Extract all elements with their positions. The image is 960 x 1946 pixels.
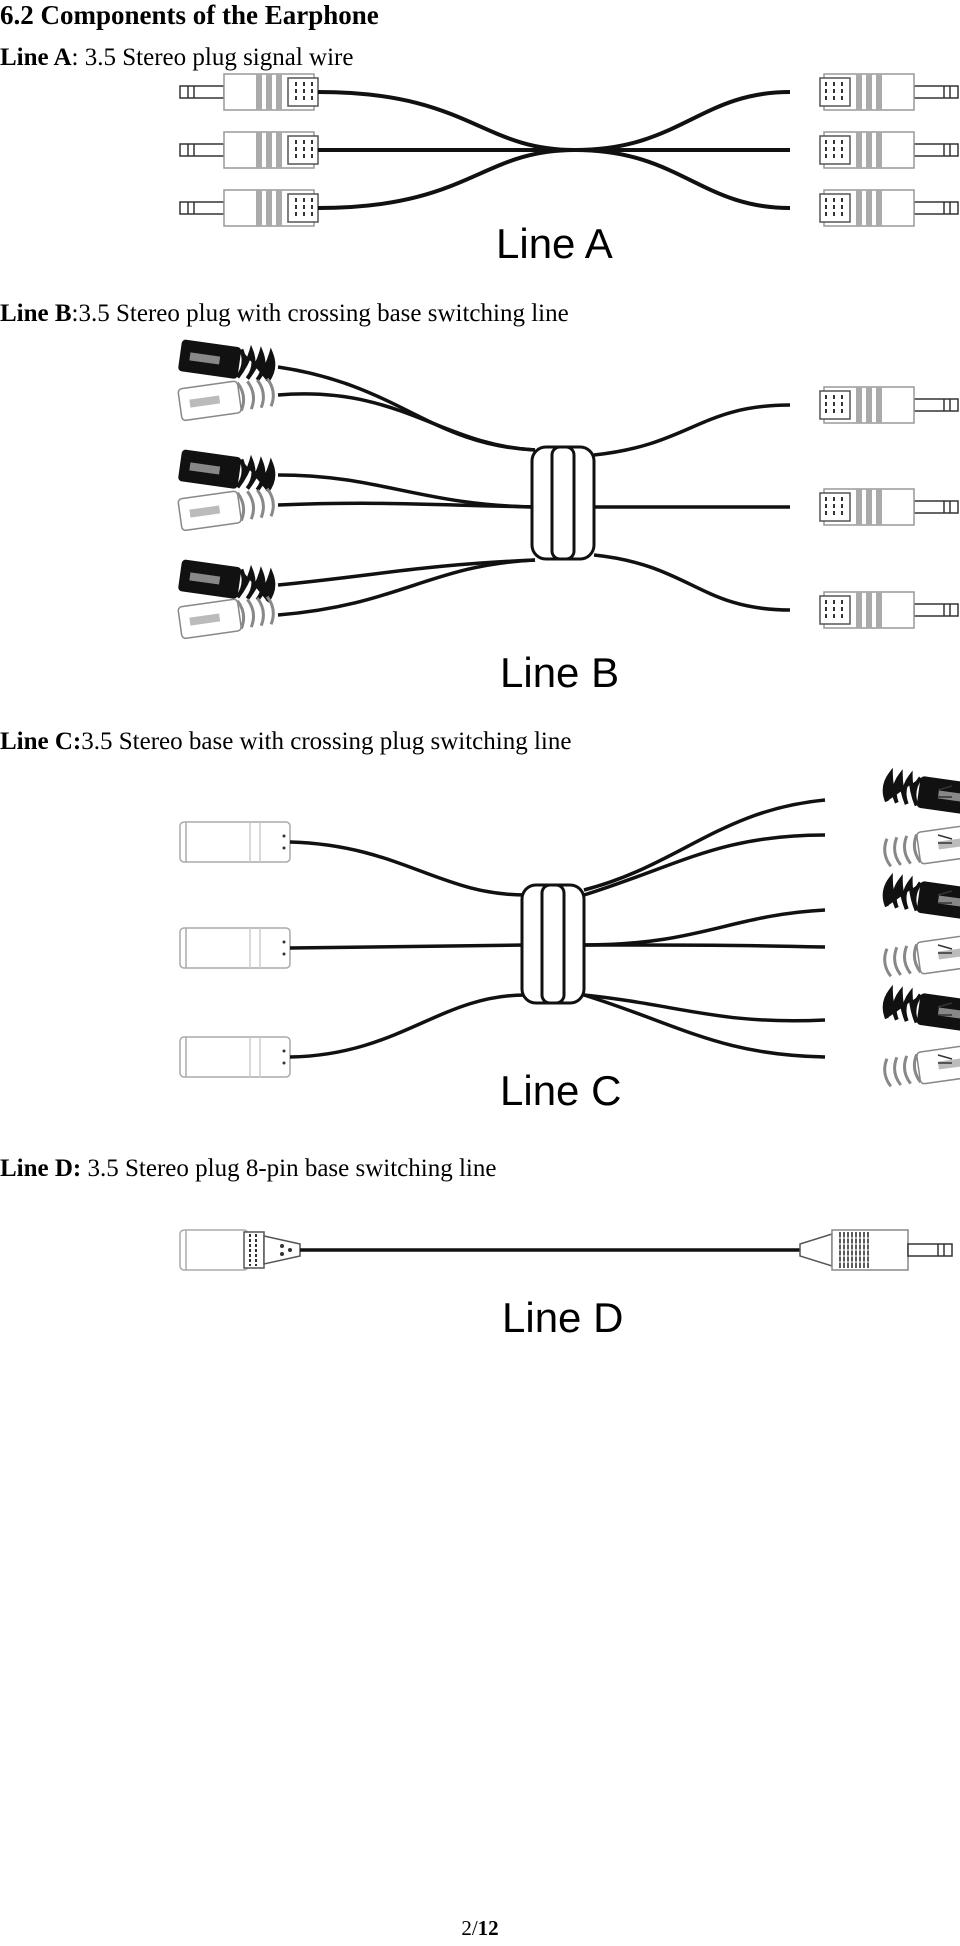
line-b-jack-left-5	[175, 557, 278, 606]
line-c-jack-right-1	[880, 769, 960, 818]
line-b-jack-left-1	[175, 337, 278, 386]
line-b-label: Line B	[0, 300, 72, 327]
line-b-plug-right-2	[819, 488, 959, 526]
line-d-label: Line D:	[0, 1155, 82, 1182]
line-a-sep: :	[71, 44, 85, 71]
line-c-description: 3.5 Stereo base with crossing plug switc…	[81, 728, 572, 755]
line-b-sep: :	[71, 300, 79, 327]
line-a-plug-right-1	[819, 73, 959, 111]
section-heading: 6.2 Components of the Earphone	[0, 0, 379, 30]
line-b-jack-left-4	[176, 484, 277, 533]
line-d-description: 3.5 Stereo plug 8-pin base switching lin…	[87, 1155, 497, 1182]
line-c-jack-right-2	[881, 822, 960, 871]
line-c-jack-right-5	[880, 986, 960, 1035]
line-c-label: Line C:	[0, 728, 82, 755]
line-c-figure-label: Line C	[500, 1067, 621, 1114]
line-c-socket-left-1	[179, 821, 291, 863]
line-a-plug-left-2	[179, 131, 319, 169]
line-c-socket-left-3	[179, 1036, 291, 1078]
line-d-socket-left	[179, 1229, 301, 1271]
line-a-figure: Line A	[179, 73, 959, 267]
line-c-jack-right-6	[881, 1042, 960, 1091]
line-d-plug-right	[799, 1229, 953, 1271]
line-b-plug-right-1	[819, 386, 959, 424]
line-a-plug-left-1	[179, 73, 319, 111]
line-a-label: Line A	[0, 44, 72, 71]
line-c-caption: Line C:3.5 Stereo base with crossing plu…	[0, 728, 571, 756]
line-b-plug-right-3	[819, 591, 959, 629]
line-b-jack-left-6	[176, 592, 277, 641]
line-b-description: 3.5 Stereo plug with crossing base switc…	[78, 300, 569, 327]
line-a-figure-label: Line A	[496, 220, 613, 267]
page-total: 12	[477, 1916, 499, 1940]
line-b-jack-left-3	[175, 447, 278, 496]
line-a-plug-right-2	[819, 131, 959, 169]
line-b-figure-label: Line B	[500, 649, 619, 696]
line-c-jack-right-4	[881, 932, 960, 981]
line-c-jack-right-3	[880, 874, 960, 923]
line-a-description: 3.5 Stereo plug signal wire	[84, 44, 354, 71]
line-a-plug-right-3	[819, 189, 959, 227]
line-b-figure: Line B	[175, 337, 959, 696]
line-a-caption: Line A: 3.5 Stereo plug signal wire	[0, 44, 353, 72]
line-d-figure-label: Line D	[502, 1294, 623, 1341]
line-c-figure: Line C	[179, 769, 960, 1114]
page-current: 2/	[461, 1916, 478, 1940]
line-b-jack-left-2	[176, 374, 277, 423]
page-number: 2/12	[0, 1916, 960, 1941]
line-c-socket-left-2	[179, 927, 291, 969]
line-a-plug-left-3	[179, 189, 319, 227]
line-d-figure: Line D	[179, 1229, 953, 1341]
line-d-caption: Line D: 3.5 Stereo plug 8-pin base switc…	[0, 1155, 496, 1183]
line-b-caption: Line B:3.5 Stereo plug with crossing bas…	[0, 300, 569, 328]
